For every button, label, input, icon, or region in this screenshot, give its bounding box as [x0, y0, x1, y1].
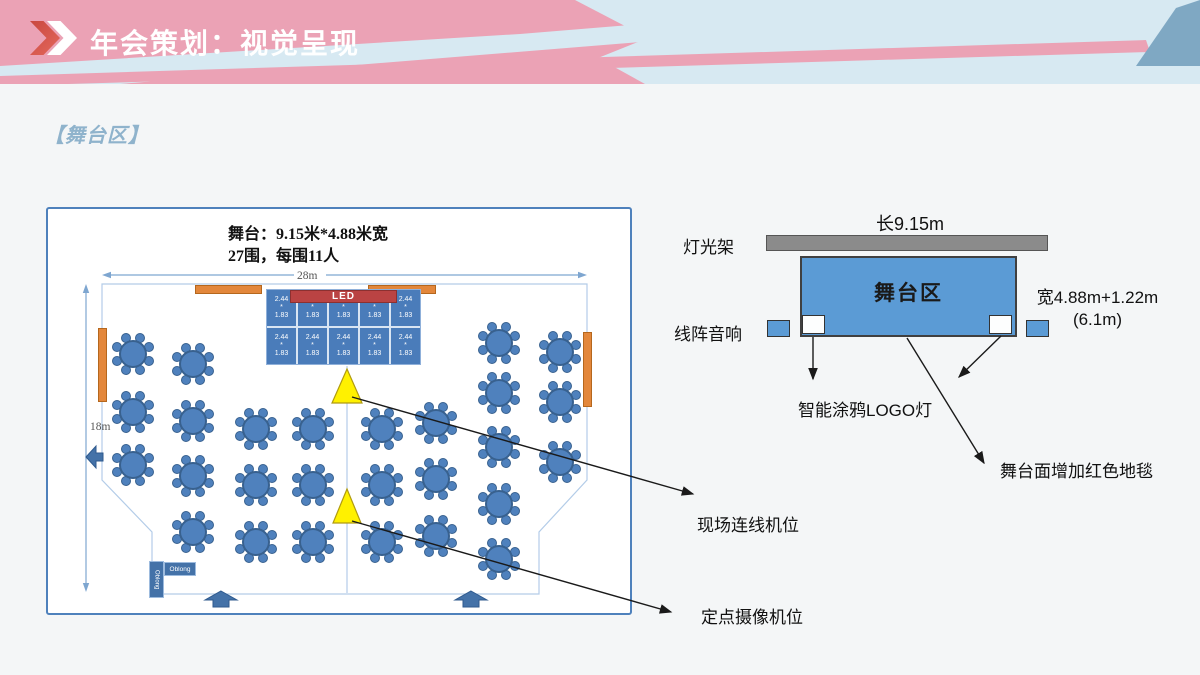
table-top [242, 415, 270, 443]
table-top [485, 379, 513, 407]
table-top [485, 490, 513, 518]
table-top [546, 338, 574, 366]
round-table [414, 514, 458, 558]
table-top [119, 451, 147, 479]
truss-top-left [195, 285, 262, 294]
logo-light-callout: 智能涂鸦LOGO灯 [798, 401, 933, 420]
stage-deck-cell: 2.44*1.83 [267, 328, 296, 364]
floor-plan-panel: 28m 18m 舞台：9.15米*4.88米宽 27围，每围11人 2.44*1… [46, 207, 632, 615]
table-top [368, 528, 396, 556]
live-camera-triangle [331, 367, 363, 404]
table-top [179, 462, 207, 490]
entrance-arrow-left [85, 444, 104, 470]
round-table [291, 463, 335, 507]
carpet-callout: 舞台面增加红色地毯 [1000, 462, 1153, 481]
header-banner: 年会策划：视觉呈现 [0, 0, 1200, 84]
plan-caption-line2: 27围，每围11人 [228, 248, 340, 265]
double-chevron-icon [30, 21, 90, 55]
speaker-right [1026, 320, 1049, 337]
oblong-table-vertical-label: Oblong [153, 569, 160, 590]
table-top [299, 471, 327, 499]
table-top [485, 433, 513, 461]
round-table [414, 457, 458, 501]
round-table [111, 390, 155, 434]
table-top [546, 388, 574, 416]
speaker-label: 线阵音响 [674, 325, 742, 344]
oblong-table-vertical: Oblong [149, 561, 164, 598]
stage-deck-cell: 2.44*1.83 [298, 328, 327, 364]
round-table [111, 332, 155, 376]
table-top [179, 518, 207, 546]
plan-caption-line1: 舞台：9.15米*4.88米宽 [228, 226, 389, 243]
round-table [171, 342, 215, 386]
stage-deck-cell: 2.44*1.83 [329, 328, 358, 364]
table-top [368, 415, 396, 443]
round-table [171, 454, 215, 498]
arrow-logo-light-right [957, 335, 1002, 378]
stage-deck-cell: 2.44*1.83 [391, 328, 420, 364]
truss-right [583, 332, 592, 407]
round-table [477, 537, 521, 581]
table-top [179, 350, 207, 378]
lighting-rig-label: 灯光架 [683, 238, 734, 257]
depth-dimension-label: 18m [90, 421, 111, 433]
table-top [242, 528, 270, 556]
round-table [291, 407, 335, 451]
table-top [422, 522, 450, 550]
table-top [368, 471, 396, 499]
table-top [242, 471, 270, 499]
section-label: 【舞台区】 [44, 125, 149, 147]
table-top [546, 448, 574, 476]
width-dimension-label: 28m [297, 270, 318, 282]
stage-width-line1: 宽4.88m+1.22m [1036, 288, 1159, 307]
stage-width-label: 宽4.88m+1.22m (6.1m) [1020, 287, 1175, 331]
stage-length-label: 长9.15m [875, 214, 945, 234]
round-table [477, 321, 521, 365]
table-top [485, 545, 513, 573]
table-top [485, 329, 513, 357]
live-camera-callout: 现场连线机位 [697, 516, 799, 535]
round-table [171, 399, 215, 443]
table-top [179, 407, 207, 435]
oblong-table-horizontal-label: Oblong [169, 565, 191, 573]
stage-area-rect: 舞台区 [800, 256, 1017, 337]
entrance-arrow-bottom-left [203, 590, 239, 608]
round-table [538, 380, 582, 424]
truss-left [98, 328, 107, 402]
fixed-camera-callout: 定点摄像机位 [701, 608, 803, 627]
led-screen: LED [290, 290, 397, 303]
round-table [538, 330, 582, 374]
round-table [111, 443, 155, 487]
logo-light-right [989, 315, 1012, 334]
round-table [477, 371, 521, 415]
slide-title: 年会策划：视觉呈现 [90, 28, 361, 59]
speaker-left [767, 320, 790, 337]
round-table [360, 520, 404, 564]
round-table [171, 510, 215, 554]
oblong-table-horizontal: Oblong [164, 562, 196, 576]
round-table [234, 463, 278, 507]
round-table [360, 407, 404, 451]
round-table [477, 482, 521, 526]
table-top [422, 409, 450, 437]
stage-area-label: 舞台区 [874, 281, 943, 305]
round-table [234, 520, 278, 564]
stage-deck-cell: 2.44*1.83 [391, 290, 420, 326]
round-table [477, 425, 521, 469]
table-top [299, 528, 327, 556]
round-table [360, 463, 404, 507]
table-top [422, 465, 450, 493]
lighting-rig-bar [766, 235, 1048, 251]
table-top [119, 398, 147, 426]
table-top [299, 415, 327, 443]
round-table [538, 440, 582, 484]
stage-width-line2: (6.1m) [1072, 310, 1123, 330]
fixed-camera-triangle [332, 487, 362, 524]
round-table [291, 520, 335, 564]
table-top [119, 340, 147, 368]
round-table [234, 407, 278, 451]
stage-deck-cell: 2.44*1.83 [360, 328, 389, 364]
logo-light-left [802, 315, 825, 334]
round-table [414, 401, 458, 445]
